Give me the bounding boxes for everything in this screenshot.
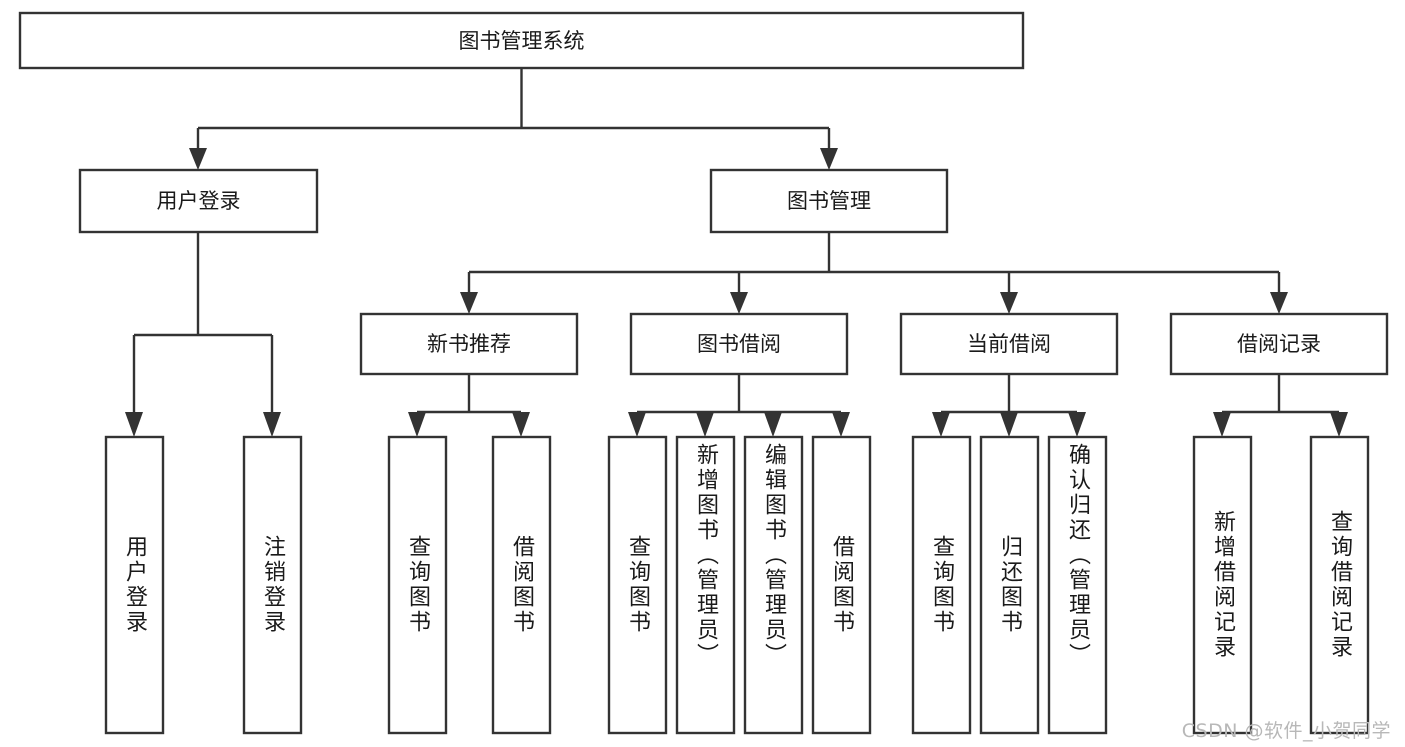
leaf-box-book-borrow-1[interactable] — [607, 435, 668, 735]
node-root-box[interactable] — [18, 11, 1025, 70]
leaf-box-book-borrow-4[interactable] — [811, 435, 872, 735]
node-new-book-box[interactable] — [359, 312, 579, 376]
node-book-borrow-box[interactable] — [629, 312, 849, 376]
node-current-borrow-label: 当前借阅 — [967, 332, 1051, 356]
leaf-box-current-borrow-2[interactable] — [979, 435, 1040, 735]
node-current-borrow[interactable]: 当前借阅 — [899, 312, 1119, 376]
csdn-watermark: CSDN @软件_小贺同学 — [1181, 720, 1391, 742]
leaf-box-current-borrow-3[interactable] — [1047, 435, 1108, 735]
arrowhead-leaf-book-borrow-4 — [832, 412, 850, 437]
arrowhead-leaf-user-login-2 — [263, 412, 281, 437]
node-book-manage-box[interactable] — [709, 168, 949, 234]
node-book-borrow[interactable]: 图书借阅 — [629, 312, 849, 376]
node-new-book-label: 新书推荐 — [427, 332, 511, 356]
node-borrow-record-label: 借阅记录 — [1237, 332, 1321, 356]
arrowhead-leaf-current-borrow-1 — [932, 412, 950, 437]
leaf-box-user-login-2[interactable] — [242, 435, 303, 735]
node-user-login[interactable]: 用户登录 — [78, 168, 319, 234]
arrowhead-current-borrow — [1000, 292, 1018, 314]
arrowhead-leaf-book-borrow-3 — [764, 412, 782, 437]
node-root-label: 图书管理系统 — [459, 29, 585, 53]
node-user-login-label: 用户登录 — [157, 189, 241, 213]
node-borrow-record-box[interactable] — [1169, 312, 1389, 376]
arrowhead-new-book — [460, 292, 478, 314]
leaf-box-user-login-1[interactable] — [104, 435, 165, 735]
connector-group — [125, 68, 1348, 437]
arrowhead-leaf-borrow-record-2 — [1330, 412, 1348, 437]
arrowhead-leaf-new-book-2 — [512, 412, 530, 437]
leaf-box-new-book-1[interactable] — [387, 435, 448, 735]
arrowhead-leaf-current-borrow-2 — [1000, 412, 1018, 437]
node-new-book[interactable]: 新书推荐 — [359, 312, 579, 376]
leaf-box-new-book-2[interactable] — [491, 435, 552, 735]
arrowhead-user-login — [189, 148, 207, 170]
leaf-box-book-borrow-2[interactable] — [675, 435, 736, 735]
leaf-box-current-borrow-1[interactable] — [911, 435, 972, 735]
arrowhead-book-manage — [820, 148, 838, 170]
arrowhead-leaf-user-login-1 — [125, 412, 143, 437]
node-book-manage[interactable]: 图书管理 — [709, 168, 949, 234]
leaf-box-borrow-record-1[interactable] — [1192, 435, 1253, 735]
arrowhead-leaf-new-book-1 — [408, 412, 426, 437]
node-current-borrow-box[interactable] — [899, 312, 1119, 376]
arrowhead-book-borrow — [730, 292, 748, 314]
node-root[interactable]: 图书管理系统 — [18, 11, 1025, 70]
node-book-manage-label: 图书管理 — [787, 189, 871, 213]
arrowhead-borrow-record — [1270, 292, 1288, 314]
arrowhead-leaf-book-borrow-1 — [628, 412, 646, 437]
leaf-box-group — [104, 435, 1370, 735]
node-book-borrow-label: 图书借阅 — [697, 332, 781, 356]
arrowhead-leaf-borrow-record-1 — [1213, 412, 1231, 437]
node-borrow-record[interactable]: 借阅记录 — [1169, 312, 1389, 376]
node-user-login-box[interactable] — [78, 168, 319, 234]
arrowhead-leaf-current-borrow-3 — [1068, 412, 1086, 437]
leaf-box-book-borrow-3[interactable] — [743, 435, 804, 735]
arrowhead-leaf-book-borrow-2 — [696, 412, 714, 437]
leaf-box-borrow-record-2[interactable] — [1309, 435, 1370, 735]
